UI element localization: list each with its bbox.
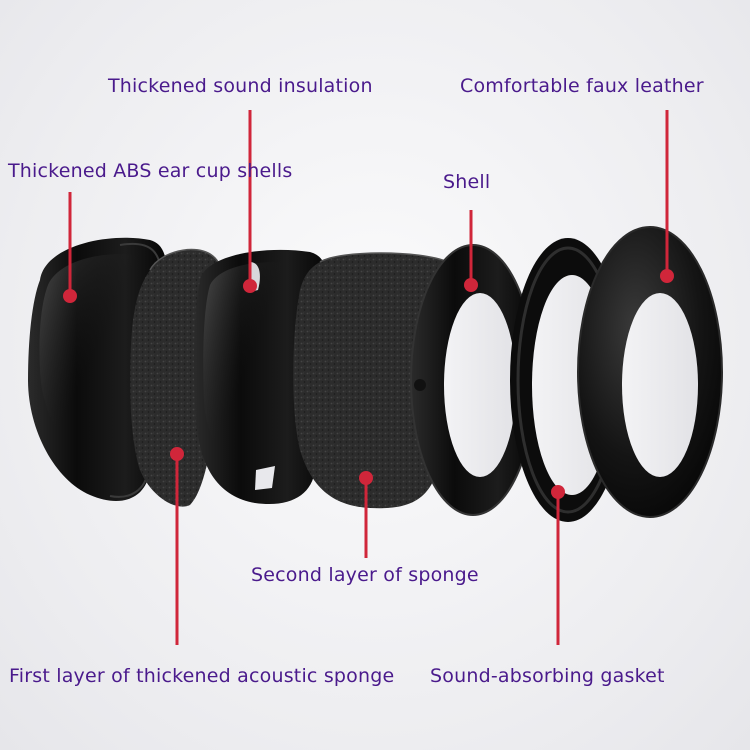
leader-lines	[63, 110, 674, 645]
label-thickened-abs-ear-cup-shells: Thickened ABS ear cup shells	[8, 160, 293, 182]
dot-sound-insulation	[243, 279, 257, 293]
abs-ear-cup-shell	[28, 237, 167, 502]
shell-ring	[410, 244, 536, 516]
label-sound-absorbing-gasket: Sound-absorbing gasket	[430, 665, 665, 687]
dot-first-sponge	[170, 447, 184, 461]
dot-second-sponge	[359, 471, 373, 485]
label-second-layer-of-sponge: Second layer of sponge	[251, 564, 479, 586]
dot-shell	[464, 278, 478, 292]
second-sponge	[293, 252, 452, 509]
label-thickened-sound-insulation: Thickened sound insulation	[108, 75, 373, 97]
dot-abs-shells	[63, 289, 77, 303]
label-first-layer-of-thickened-acoustic-sponge: First layer of thickened acoustic sponge	[9, 665, 395, 687]
dot-faux-leather	[660, 269, 674, 283]
dot-gasket	[551, 485, 565, 499]
label-shell: Shell	[443, 171, 491, 193]
faux-leather-cushion	[577, 226, 723, 518]
sound-insulation-cup	[193, 249, 328, 505]
label-comfortable-faux-leather: Comfortable faux leather	[460, 75, 704, 97]
